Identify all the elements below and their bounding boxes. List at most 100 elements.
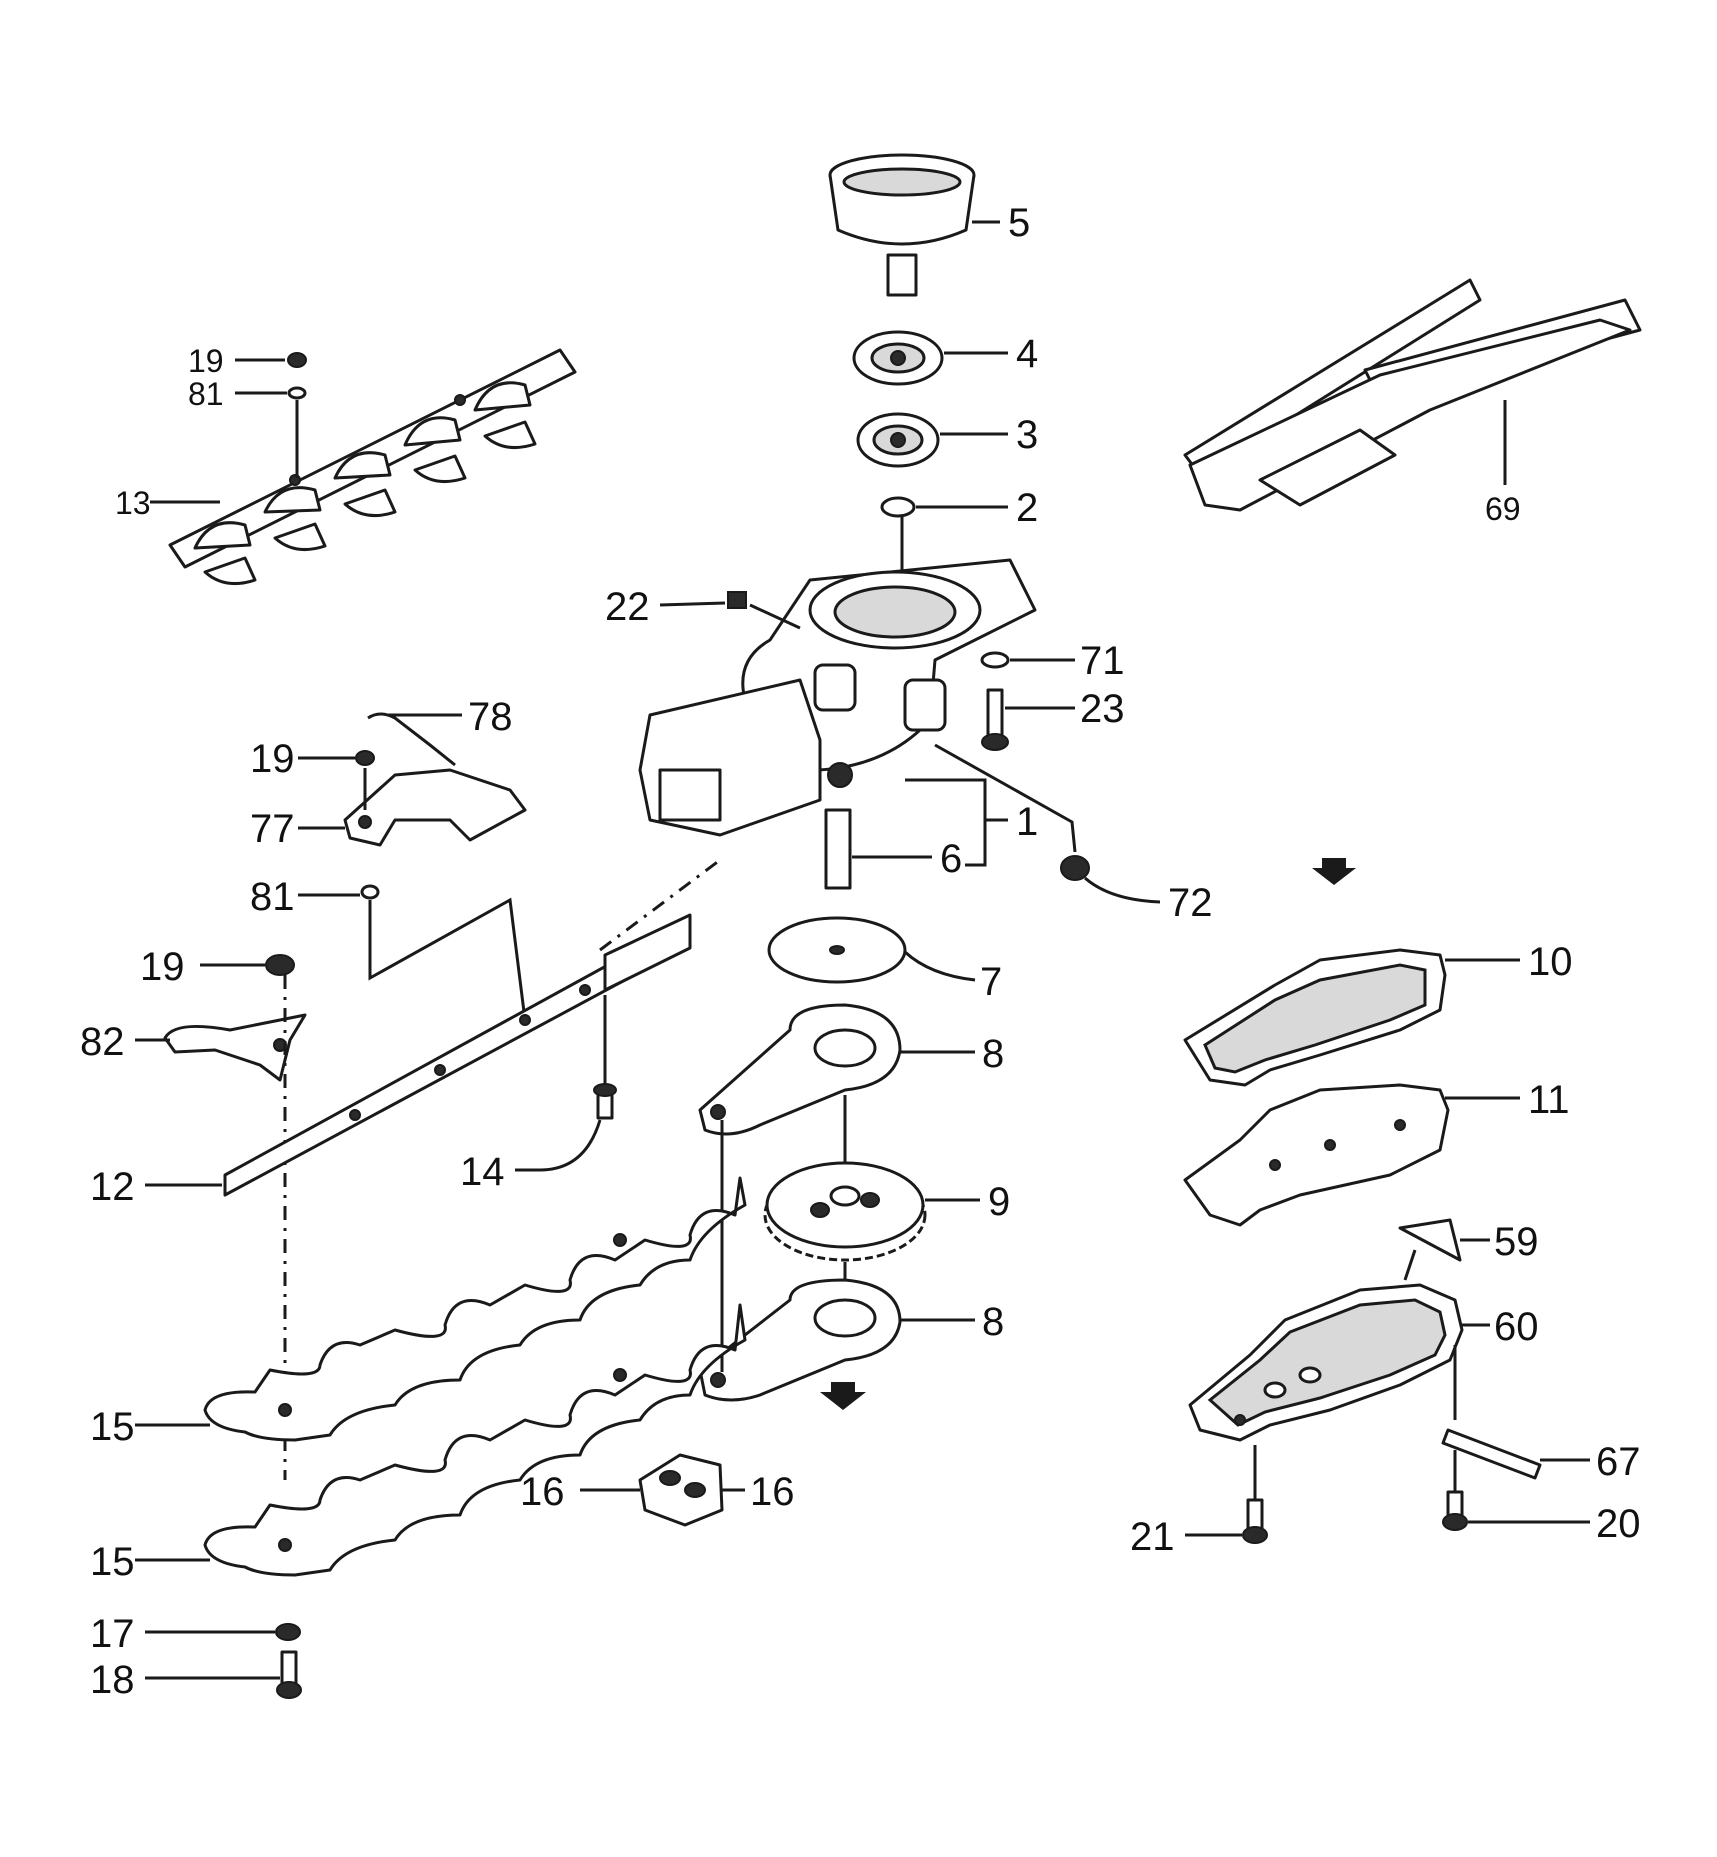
part-12-spine-bar	[223, 913, 692, 1197]
svg-text:8: 8	[982, 1032, 1004, 1076]
svg-text:19: 19	[140, 945, 185, 989]
callout-18: 18	[90, 1658, 280, 1702]
part-6-pin	[824, 808, 852, 890]
callout-22: 22	[605, 585, 801, 630]
callout-3: 3	[940, 413, 1038, 457]
part-7-disc-plate	[767, 916, 907, 984]
part-3-bearing	[856, 412, 940, 468]
part-17-washer	[275, 1623, 301, 1641]
callout-21: 21	[1130, 1515, 1242, 1559]
svg-text:72: 72	[1168, 881, 1213, 925]
callout-12: 12	[90, 1165, 222, 1209]
callout-59: 59	[1460, 1220, 1539, 1264]
svg-text:8: 8	[982, 1300, 1004, 1344]
part-13-blade-assembly	[168, 348, 577, 586]
svg-text:1: 1	[1016, 800, 1038, 844]
callout-6: 6	[852, 837, 962, 881]
part-8-connecting-rod-upper	[698, 1003, 902, 1136]
svg-text:67: 67	[1596, 1440, 1641, 1484]
part-22-screw	[727, 591, 747, 609]
leader-59-case	[1403, 1249, 1417, 1281]
leader-72-case	[934, 743, 1077, 853]
callout-7: 7	[903, 950, 1002, 1004]
svg-text:19: 19	[250, 737, 295, 781]
part-1-gear-case	[638, 558, 1037, 837]
callout-9: 9	[925, 1180, 1010, 1224]
svg-text:81: 81	[250, 875, 295, 919]
svg-text:7: 7	[980, 960, 1002, 1004]
svg-text:6: 6	[940, 837, 962, 881]
part-81-washer-middle	[360, 884, 380, 900]
callout-19-middle: 19	[250, 737, 355, 781]
part-5-drive-cup	[828, 153, 976, 297]
svg-text:22: 22	[605, 585, 650, 629]
assembly-bracket-line	[368, 897, 527, 1021]
callout-8-lower: 8	[900, 1300, 1004, 1344]
svg-text:69: 69	[1485, 491, 1521, 527]
callout-23: 23	[1005, 687, 1125, 731]
part-72-nut	[1060, 855, 1090, 881]
svg-text:15: 15	[90, 1405, 135, 1449]
callout-81-top: 81	[188, 376, 287, 412]
svg-text:16: 16	[520, 1470, 565, 1514]
callout-11: 11	[1445, 1078, 1570, 1122]
callout-72: 72	[1084, 876, 1213, 925]
callout-77: 77	[250, 807, 345, 851]
part-15-toothed-blade-upper	[203, 1176, 747, 1442]
svg-text:71: 71	[1080, 639, 1125, 683]
svg-text:78: 78	[468, 695, 513, 739]
svg-text:9: 9	[988, 1180, 1010, 1224]
callout-60: 60	[1460, 1305, 1539, 1349]
svg-text:12: 12	[90, 1165, 135, 1209]
part-10-gasket	[1183, 948, 1447, 1087]
svg-text:2: 2	[1016, 486, 1038, 530]
svg-text:16: 16	[750, 1470, 795, 1514]
svg-text:19: 19	[188, 343, 224, 379]
part-67-pin	[1441, 1428, 1542, 1480]
part-59-triangle-plate	[1398, 1218, 1462, 1262]
part-78-spring	[367, 712, 456, 767]
svg-text:11: 11	[1528, 1078, 1570, 1122]
part-19-nut-lower	[265, 954, 295, 976]
svg-text:20: 20	[1596, 1502, 1641, 1546]
callout-69: 69	[1485, 400, 1521, 527]
part-23-bolt	[981, 688, 1009, 751]
svg-text:15: 15	[90, 1540, 135, 1584]
callout-16-right: 16	[722, 1470, 795, 1514]
part-9-gear	[763, 1161, 927, 1262]
svg-text:10: 10	[1528, 940, 1573, 984]
part-18-bolt	[276, 1650, 302, 1699]
callout-2: 2	[916, 486, 1038, 530]
callout-13: 13	[115, 485, 220, 521]
svg-text:5: 5	[1008, 201, 1030, 245]
svg-text:60: 60	[1494, 1305, 1539, 1349]
callout-5: 5	[972, 201, 1030, 245]
callout-19-lower: 19	[140, 945, 265, 989]
part-15-toothed-blade-lower	[203, 1303, 747, 1577]
callout-10: 10	[1445, 940, 1573, 984]
part-82-guide	[163, 1013, 307, 1082]
callout-71: 71	[1010, 639, 1125, 683]
part-69-blade-cover	[1183, 278, 1642, 512]
svg-text:13: 13	[115, 485, 151, 521]
part-16-guide-block	[638, 1453, 724, 1527]
svg-text:17: 17	[90, 1612, 135, 1656]
callout-67: 67	[1540, 1440, 1641, 1484]
svg-text:4: 4	[1016, 332, 1038, 376]
callout-15-lower: 15	[90, 1540, 210, 1584]
callout-15-upper: 15	[90, 1405, 210, 1449]
part-2-circlip	[880, 496, 916, 518]
part-71-washer	[980, 651, 1010, 669]
callout-19-top: 19	[188, 343, 285, 379]
part-8-connecting-rod-lower	[698, 1278, 902, 1402]
callout-16-left: 16	[520, 1470, 640, 1514]
callout-8-upper: 8	[900, 1032, 1004, 1076]
center-axis-spine	[599, 858, 721, 952]
part-11-cover-plate	[1183, 1083, 1450, 1227]
svg-text:82: 82	[80, 1020, 125, 1064]
svg-text:59: 59	[1494, 1220, 1539, 1264]
svg-text:81: 81	[188, 376, 224, 412]
callout-17: 17	[90, 1612, 275, 1656]
part-14-bolt	[593, 995, 617, 1120]
